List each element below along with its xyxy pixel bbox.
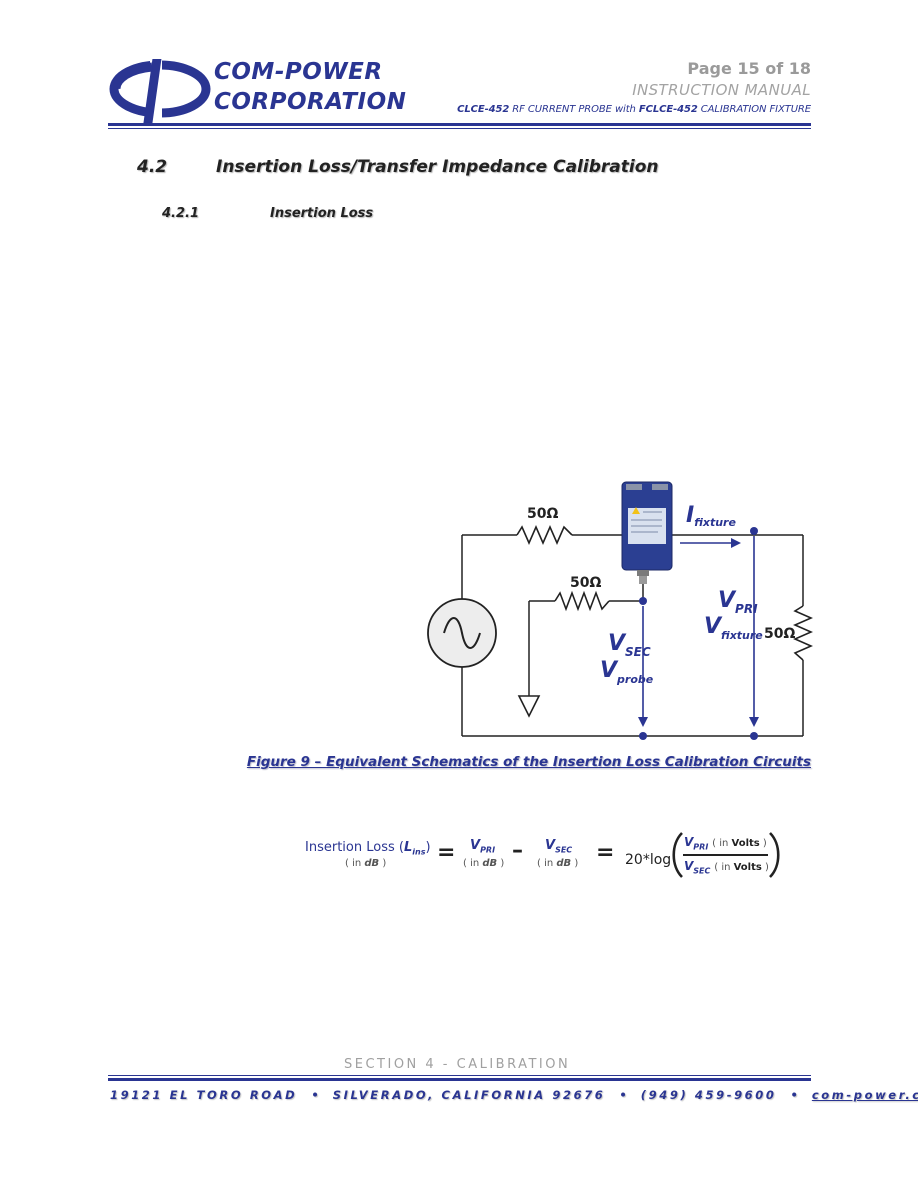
v-pri-sub: PRI [735,602,758,616]
eq-lhs-sub: ins [412,847,426,857]
eq-right-paren [769,832,780,878]
v-pri-main: V [718,588,737,613]
ac-source-icon [427,598,497,668]
logo-mark-icon [109,57,211,123]
footer-city: SILVERADO, CALIFORNIA 92676 [332,1088,606,1102]
eq-v-sec: VSEC [545,838,573,855]
footer-address: 19121 EL TORO ROAD • SILVERADO, CALIFORNIA… [110,1088,918,1102]
eq-frac-bar [683,854,768,856]
v-sec-sub: SEC [625,645,651,659]
eq-v-pri-unit: ( in dB ) [463,858,505,869]
circuit-nodes [639,527,758,740]
eq-equals-2: = [596,840,615,865]
eq-left-paren [672,832,683,878]
footer-separator: • [790,1088,798,1102]
eq-lhs: Insertion Loss (Lins) [305,840,431,857]
company-logo: COM-POWER CORPORATION [106,55,406,125]
resistor-top [516,525,573,545]
document-type: INSTRUCTION MANUAL [632,81,811,99]
footer-rule-thin [108,1075,811,1076]
subtitle-model: CLCE-452 [457,104,510,115]
figure-caption: Figure 9 – Equivalent Schematics of the … [246,754,811,770]
footer-phone: (949) 459-9600 [640,1088,777,1102]
eq-lhs-unit: ( in dB ) [345,858,387,869]
current-probe-device [621,481,673,584]
v-fixture-sub: fixture [721,629,763,642]
i-fixture-main: I [686,503,694,528]
v-probe-sub: probe [616,673,654,686]
eq-lhs-close: ) [425,840,431,855]
header-rule-thick [108,123,811,126]
eq-lhs-label: Insertion Loss ( [305,840,404,855]
subtitle-end: CALIBRATION FIXTURE [697,104,811,115]
v-probe-main: V [600,658,619,683]
eq-v-pri: VPRI [470,838,496,855]
resistor-probe-label: 50Ω [570,575,601,591]
subtitle-fixture: FCLCE-452 [638,104,698,115]
insertion-loss-schematic: 50Ω 50Ω 50Ω Ifixture VPRI [427,481,813,740]
footer-rule-thick [108,1078,811,1081]
footer-website-link[interactable]: com-power.com [811,1088,918,1102]
circuit-wires [461,534,804,737]
v-probe-label: Vprobe [600,658,654,686]
insertion-loss-equation: Insertion Loss (Lins) ( in dB ) = VPRI (… [305,832,805,892]
eq-log: 20*log [625,852,672,868]
resistor-load [793,605,813,661]
subsection-number: 4.2.1 [162,206,200,221]
i-fixture-sub: fixture [694,516,736,529]
v-pri-label: VPRI [718,588,758,616]
section-title: Insertion Loss/Transfer Impedance Calibr… [216,157,659,177]
resistor-top-label: 50Ω [527,506,558,522]
footer-street: 19121 EL TORO ROAD [110,1088,298,1102]
v-fixture-label: Vfixture [704,614,763,642]
company-name-line1: COM-POWER [214,59,383,85]
footer-separator: • [619,1088,627,1102]
eq-frac-num: VPRI ( in Volts ) [684,835,767,852]
section-number: 4.2 [137,157,168,177]
eq-equals-1: = [437,840,456,865]
i-fixture-label: Ifixture [686,503,736,529]
resistor-probe [554,590,610,612]
page-number: Page 15 of 18 [687,59,811,78]
footer-separator: • [311,1088,319,1102]
eq-minus: – [512,838,523,863]
subsection-title: Insertion Loss [270,206,374,221]
eq-lhs-var: L [403,840,413,855]
v-sec-main: V [608,631,627,656]
company-name-line2: CORPORATION [214,89,407,115]
footer-section-label: SECTION 4 - CALIBRATION [344,1057,571,1072]
v-fixture-main: V [704,614,723,639]
eq-frac-den: VSEC ( in Volts ) [684,859,769,876]
resistor-load-label: 50Ω [764,626,795,642]
header-rule-thin [108,128,811,129]
document-subtitle: CLCE-452 RF CURRENT PROBE with FCLCE-452… [457,104,811,115]
ground-icon [517,695,541,718]
v-sec-label: VSEC [608,631,651,659]
eq-v-sec-unit: ( in dB ) [537,858,579,869]
subtitle-mid: RF CURRENT PROBE with [509,104,639,115]
